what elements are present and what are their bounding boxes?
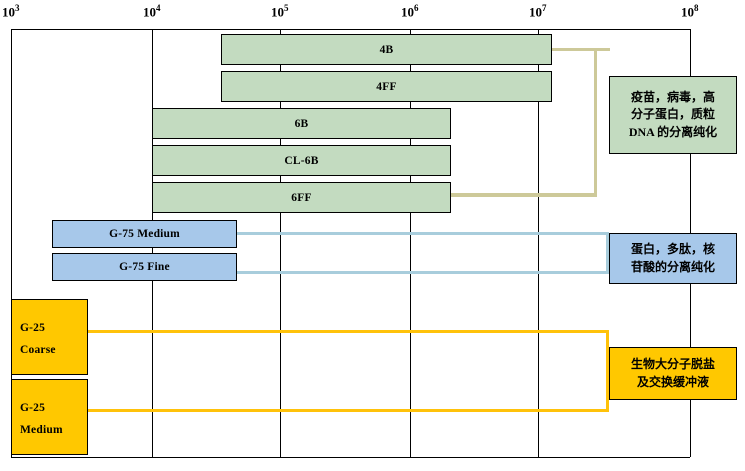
- bar-6b[interactable]: 6B: [152, 108, 451, 139]
- connector-yellow-bracket: [88, 330, 609, 412]
- x-tick-label-100000: 105: [271, 3, 289, 20]
- connector-blue-bracket: [237, 232, 609, 274]
- plot-frame-bottom: [11, 457, 690, 458]
- x-tick-label-1000: 103: [2, 3, 20, 20]
- annotation-line: 生物大分子脱盐: [630, 357, 715, 372]
- connector-green-bottom-stub: [451, 194, 597, 197]
- bar-4b[interactable]: 4B: [221, 34, 552, 65]
- bar-label: 6FF: [291, 191, 312, 204]
- annotation-line: 苷酸的分离纯化: [630, 259, 715, 274]
- x-tick-label-10000: 104: [143, 3, 161, 20]
- gridline-1000: [11, 29, 12, 457]
- note-blue[interactable]: 蛋白，多肽，核苷酸的分离纯化: [609, 233, 737, 284]
- bar-label-line1: G-25: [20, 402, 46, 414]
- bar-label: G-75 Fine: [119, 261, 170, 273]
- gridline-1000000: [410, 29, 411, 457]
- bar-label-line1: G-25: [20, 322, 46, 334]
- x-tick-label-100000000: 108: [681, 3, 699, 20]
- bar-label-line2: Medium: [20, 424, 63, 436]
- note-yellow[interactable]: 生物大分子脱盐及交换缓冲液: [609, 347, 737, 400]
- x-axis-line: [11, 29, 690, 30]
- bar-label: CL-6B: [284, 154, 319, 167]
- connector-green-top-stub: [552, 48, 597, 51]
- bar-label: 4FF: [376, 80, 397, 93]
- annotation-line: 及交换缓冲液: [636, 374, 709, 389]
- annotation-line: 分子蛋白，质粒: [630, 107, 715, 122]
- bar-6ff[interactable]: 6FF: [152, 182, 451, 213]
- bar-g-75-medium[interactable]: G-75 Medium: [52, 220, 237, 248]
- bar-cl-6b[interactable]: CL-6B: [152, 145, 451, 176]
- x-tick-label-1000000: 106: [401, 3, 419, 20]
- x-tick-label-10000000: 107: [529, 3, 547, 20]
- bar-g-75-fine[interactable]: G-75 Fine: [52, 253, 237, 281]
- note-green[interactable]: 疫苗，病毒，高分子蛋白，质粒 DNA 的分离纯化: [609, 76, 737, 154]
- bar-label: 4B: [379, 43, 394, 56]
- bar-4ff[interactable]: 4FF: [221, 71, 552, 102]
- gridline-10000000: [538, 29, 539, 457]
- gridline-100000: [280, 29, 281, 457]
- connector-green-note-stub: [594, 48, 610, 51]
- annotation-line: 蛋白，多肽，核: [630, 242, 715, 257]
- annotation-line: DNA 的分离纯化: [628, 124, 718, 139]
- bar-label-line2: Coarse: [20, 344, 56, 356]
- bar-label: G-75 Medium: [109, 228, 180, 240]
- bar-label: 6B: [294, 117, 309, 130]
- annotation-line: 疫苗，病毒，高: [630, 89, 715, 104]
